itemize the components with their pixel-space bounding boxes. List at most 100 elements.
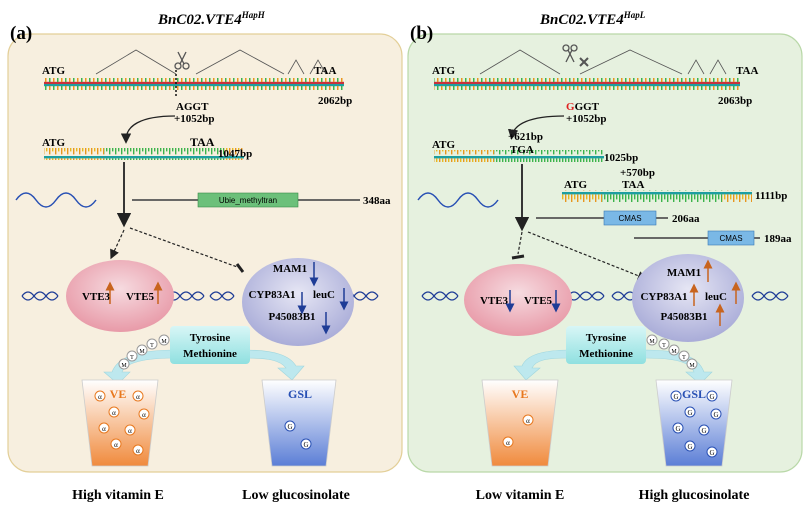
panel-a-protein-wave [15,192,97,208]
panel-b-helix-mid [567,291,605,301]
panel-b-helix-left [421,291,459,301]
panel-b-cyp: CYP83A1 [640,291,687,303]
svg-text:G: G [709,393,714,401]
panel-b-mrna2-length: 1111bp [755,190,787,202]
panel-b-mrna1-start: ATG [432,139,455,151]
panel-b-domain2-label: CMAS [719,234,742,243]
panel-b-mrna2-start: ATG [564,179,587,191]
panel-b-gsl-molecules: G G G G G G G G [670,390,722,458]
panel-b-protein2: CMAS 189aa [634,230,792,246]
svg-text:G: G [287,423,292,431]
panel-b-p450: P45083B1 [660,311,707,323]
panel-a-mrna-length: 1047bp [218,148,252,160]
panel-a-gene-length: 2062bp [318,95,352,107]
svg-text:α: α [136,393,140,401]
panel-b-mrna2-stop: TAA [622,179,644,191]
panel-b-vte3: VTE3 [480,295,509,307]
panel-a-splice-arrow [120,115,176,144]
panel-a: (a) BnC02.VTE4HapH ATG TAA 2062bp AGGT +… [7,10,403,503]
panel-a-title: BnC02.VTE4HapH [157,10,266,28]
panel-b-gene-strand [434,78,740,90]
panel-b-blocked-icon [579,57,589,67]
svg-text:G: G [673,393,678,401]
panel-b-snp: GGGT [566,101,600,113]
panel-a-mrna-end: TAA [190,135,215,149]
svg-text:α: α [142,411,146,419]
panel-b-amino-box [566,326,646,364]
svg-text:G: G [709,449,714,457]
svg-text:α: α [112,409,116,417]
panel-a-dashed-inhibit [129,227,241,269]
panel-a-gene-end: TAA [314,65,336,77]
panel-b-protein-wave [417,192,499,208]
svg-text:T: T [130,355,134,361]
svg-text:G: G [713,411,718,419]
panel-a-helix-left [21,291,59,301]
panel-a-helix-rightmid [209,291,235,301]
svg-text:α: α [136,447,140,455]
panel-a-snp: AGGT [176,101,209,113]
panel-b-label: (b) [410,23,433,44]
panel-b-title: BnC02.VTE4HapL [539,10,646,28]
panel-b-insert: +1052bp [566,113,607,125]
panel-a-mrna: ATG TAA 1047bp [42,135,252,160]
panel-a-vte5: VTE5 [126,291,155,303]
panel-b-dashed-inhibit [517,231,523,255]
panel-a-vte3: VTE3 [82,291,111,303]
svg-text:M: M [161,339,167,345]
panel-b-tm-beads: M T M T M [646,334,698,370]
svg-text:G: G [675,425,680,433]
svg-text:α: α [128,427,132,435]
panel-b-gsl-blob [632,254,744,342]
panel-a-background [7,33,403,473]
panel-a-cyp: CYP83A1 [248,289,295,301]
svg-text:M: M [139,349,145,355]
svg-text:α: α [114,441,118,449]
svg-text:T: T [682,355,686,361]
panel-b-mrna1-length: 1025bp [604,152,638,164]
panel-a-leuc: leuC [313,289,335,301]
panel-a-domain-label: Ubie_methyltran [219,196,277,205]
panel-b-vte-blob [464,264,572,336]
panel-b-mrna1-insert: +621bp [508,131,543,143]
svg-text:α: α [506,439,510,447]
panel-a-gsl-label: GSL [288,387,312,401]
svg-text:α: α [98,393,102,401]
panel-b-gene: ATG TAA 2063bp GGGT +1052bp [432,44,758,125]
panel-b-mrna1-stop: TGA [510,144,534,156]
panel-b-background [407,33,803,473]
panel-a-amino-box [170,326,250,364]
panel-a-vte-blob [66,260,174,332]
panel-b: (b) BnC02.VTE4HapL ATG TAA 2063bp GGGT [407,10,803,503]
panel-a-gsl-molecules: G G [284,420,312,450]
panel-a-mam1: MAM1 [273,263,307,275]
svg-text:G: G [303,441,308,449]
panel-a-ve-molecules: α α α α α α α α [94,390,150,456]
panel-b-bottom-left: Low vitamin E [476,488,565,503]
svg-text:T: T [150,343,154,349]
panel-a-domain-box [197,192,299,208]
panel-a-scissors-icon [174,51,190,70]
panel-a-gene: ATG TAA 2062bp AGGT +1052bp [42,49,352,125]
panel-a-mrna-start: ATG [42,137,65,149]
svg-text:M: M [671,349,677,355]
panel-b-splice-arrow [507,115,565,140]
panel-a-insert: +1052bp [174,113,215,125]
panel-b-protein2-length: 189aa [764,233,792,245]
panel-b-gsl-cup [655,379,733,467]
svg-text:M: M [121,363,127,369]
panel-b-gene-length: 2063bp [718,95,752,107]
panel-b-ve-cup [481,379,559,467]
panel-a-ve-label: VE [110,387,127,401]
panel-b-mrna2: +570bp ATG TAA 1111bp [562,167,787,202]
panel-b-helix-right [751,291,789,301]
panel-a-methionine: Methionine [183,348,237,360]
panel-a-gsl-cup [261,379,337,467]
panel-b-domain1-label: CMAS [618,214,641,223]
panel-a-protein-length: 348aa [363,195,391,207]
panel-b-mam1: MAM1 [667,267,701,279]
svg-text:G: G [701,427,706,435]
panel-b-scissors-icon [562,44,578,63]
panel-a-tyrosine: Tyrosine [190,332,231,344]
svg-text:T: T [662,343,666,349]
